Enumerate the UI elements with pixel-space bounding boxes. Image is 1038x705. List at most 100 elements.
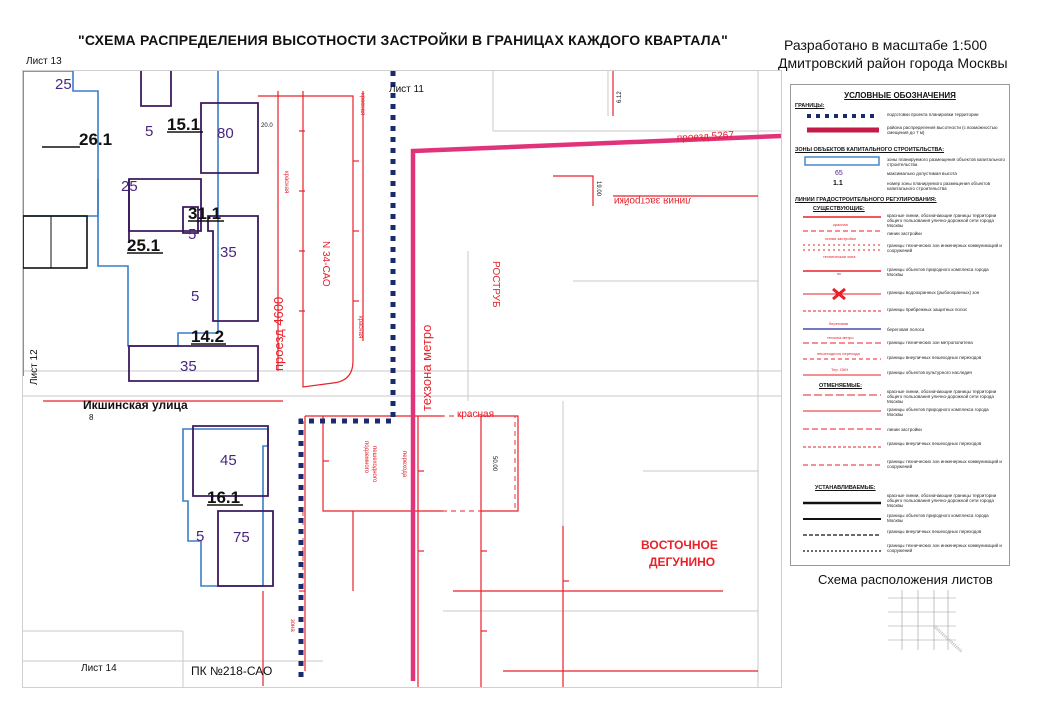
legend-panel: УСЛОВНЫЕ ОБОЗНАЧЕНИЯ ГРАНИЦЫ: подготовки… bbox=[790, 84, 1010, 566]
sheet-ref-left[interactable]: Лист 12 bbox=[29, 349, 40, 385]
legend-text-e7: береговая полоса bbox=[887, 327, 925, 332]
legend-text-e2: линии застройки bbox=[887, 231, 922, 236]
legend-text-z1: зоны планируемого размещения объектов ка… bbox=[887, 157, 1006, 167]
legend-text-s1: красные линии, обозначающие границы терр… bbox=[887, 493, 997, 508]
legend-text-e8: границы технических зон метрополитена bbox=[887, 340, 973, 345]
legend-text-e4: границы объектов природного комплекса го… bbox=[887, 267, 989, 277]
building-blocks bbox=[128, 71, 274, 587]
dim-612: 6.12 bbox=[617, 91, 623, 103]
legend-text-c2: границы объектов природного комплекса го… bbox=[887, 407, 989, 417]
district-border bbox=[410, 133, 781, 681]
legend-section-cancelled: ОТМЕНЯЕМЫЕ: bbox=[819, 383, 862, 389]
legend-section-lines: ЛИНИИ ГРАДОСТРОИТЕЛЬНОГО РЕГУЛИРОВАНИЯ: bbox=[795, 197, 937, 203]
height-5b: 5 bbox=[188, 226, 196, 243]
legend-num-1-1: 1.1 bbox=[833, 180, 843, 187]
label-rostrub: РОСТРУБ bbox=[490, 261, 501, 308]
block-35b bbox=[128, 345, 259, 382]
legend-text-z2: максимально допустимая высота bbox=[887, 171, 957, 176]
label-zone: зона bbox=[289, 619, 295, 632]
height-25a: 25 bbox=[55, 76, 72, 93]
legend-mini-red: красная bbox=[833, 222, 848, 227]
legend-section-zones: ЗОНЫ ОБЪЕКТОВ КАПИТАЛЬНОГО СТРОИТЕЛЬСТВА… bbox=[795, 147, 945, 153]
height-5c: 5 bbox=[191, 288, 199, 305]
district-name: Дмитровский район города Москвы bbox=[778, 55, 1008, 71]
page-title: "СХЕМА РАСПРЕДЕЛЕНИЯ ВЫСОТНОСТИ ЗАСТРОЙК… bbox=[78, 32, 728, 48]
dim-1900: 19.00 bbox=[595, 181, 601, 197]
sheet-ref-top[interactable]: Лист 11 bbox=[389, 84, 424, 95]
legend-section-existing: СУЩЕСТВУЮЩИЕ: bbox=[813, 206, 865, 212]
height-75: 75 bbox=[233, 529, 250, 546]
street-techzone: техзона метро bbox=[419, 325, 434, 411]
dim-8: 8 bbox=[89, 413, 94, 422]
label-pesh: пешеходного bbox=[371, 446, 377, 483]
scale-note: Разработано в масштабе 1:500 bbox=[784, 37, 988, 53]
label-krasnaya-4: красная bbox=[283, 171, 289, 193]
legend-mini-pk: пк bbox=[837, 271, 841, 276]
height-25b: 25 bbox=[121, 178, 138, 195]
legend-section-established: УСТАНАВЛИВАЕМЫЕ: bbox=[815, 485, 876, 491]
legend-text-b1: подготовки проекта планировки территории bbox=[887, 112, 979, 117]
sheet-index-title: Схема расположения листов bbox=[818, 572, 993, 587]
legend-text-e10: границы объектов культурного наследия bbox=[887, 370, 972, 375]
block-label-16-1[interactable]: 16.1 bbox=[207, 488, 240, 507]
legend-mini-tech: техническая зона bbox=[823, 254, 856, 259]
legend-symbol-zone bbox=[804, 156, 880, 166]
legend-mini-metro: техзона метро bbox=[827, 335, 854, 340]
height-45: 45 bbox=[220, 452, 237, 469]
legend-text-e1: красные линии, обозначающие границы терр… bbox=[887, 213, 997, 228]
street-ikshinskaya: Икшинская улица bbox=[83, 398, 188, 412]
height-5d: 5 bbox=[196, 528, 204, 545]
block-label-25-1[interactable]: 25.1 bbox=[127, 236, 160, 255]
legend-symbol-borders bbox=[807, 114, 879, 133]
legend-title: УСЛОВНЫЕ ОБОЗНАЧЕНИЯ bbox=[844, 91, 956, 100]
legend-text-e5: границы водоохранных (рыбоохранных) зон bbox=[887, 290, 980, 295]
height-80: 80 bbox=[217, 125, 234, 142]
block-label-14-2[interactable]: 14.2 bbox=[191, 327, 224, 346]
legend-text-c4: границы внеуличных пешеходных переходов bbox=[887, 441, 982, 446]
dim-20: 20.0 bbox=[261, 123, 273, 129]
legend-text-s2: границы объектов природного комплекса го… bbox=[887, 513, 989, 523]
street-proezd-5267: проезд 5267 bbox=[677, 130, 735, 144]
block-label-underlines bbox=[42, 131, 243, 506]
block-75 bbox=[217, 510, 274, 587]
district-label-1: ВОСТОЧНОЕ bbox=[641, 538, 718, 552]
height-5a: 5 bbox=[145, 123, 153, 140]
label-krasnaya-2: красная bbox=[359, 93, 365, 115]
sheet-number: Лист 13 bbox=[26, 56, 62, 67]
legend-text-z3: номер зоны планируемого размещения объек… bbox=[887, 181, 991, 191]
legend-text-c3: линии застройки bbox=[887, 427, 922, 432]
legend-symbols-established bbox=[803, 501, 881, 552]
label-pk: ПК №218-САО bbox=[191, 664, 272, 678]
legend-mini-okn: Тер. ОКН bbox=[831, 367, 848, 372]
legend-text-b2: района распределения высотности (с возмо… bbox=[887, 125, 998, 135]
legend-mini-bereg: береговая bbox=[829, 321, 848, 326]
legend-symbols-existing: красная линия застройки техническая зона… bbox=[803, 216, 881, 376]
block-label-31-1[interactable]: 31.1 bbox=[188, 204, 221, 223]
zone-outlines bbox=[23, 71, 269, 587]
black-block bbox=[23, 215, 88, 269]
legend-text-c1: красные линии, обозначающие границы терр… bbox=[887, 389, 997, 404]
map-area[interactable]: 26.1 15.1 31.1 25.1 14.2 16.1 25 5 80 25 bbox=[22, 70, 782, 688]
label-perehoda: перехода bbox=[401, 451, 407, 478]
red-dashed-lines bbox=[302, 415, 516, 591]
planning-border bbox=[298, 71, 396, 681]
red-ticks bbox=[299, 130, 569, 632]
dim-5000: 50.00 bbox=[491, 456, 497, 472]
label-zastroyka: линия застройки bbox=[614, 195, 691, 206]
legend-text-c5: границы технических зон инженерных комму… bbox=[887, 459, 1002, 469]
legend-text-e3: границы технических зон инженерных комму… bbox=[887, 243, 1002, 253]
block-label-26-1[interactable]: 26.1 bbox=[79, 130, 112, 149]
legend-section-borders: ГРАНИЦЫ: bbox=[795, 103, 825, 109]
block-45 bbox=[192, 425, 269, 497]
block-label-15-1[interactable]: 15.1 bbox=[167, 115, 200, 134]
district-label-2: ДЕГУНИНО bbox=[649, 555, 715, 569]
label-n34: N 34-САО bbox=[320, 241, 331, 287]
height-35b: 35 bbox=[180, 358, 197, 375]
map-canvas: 26.1 15.1 31.1 25.1 14.2 16.1 25 5 80 25 bbox=[23, 71, 781, 687]
legend-symbols-cancelled bbox=[803, 394, 881, 466]
sheet-ref-bottom[interactable]: Лист 14 bbox=[81, 663, 117, 674]
background-lines bbox=[23, 71, 781, 687]
sheet-index-grid[interactable] bbox=[878, 588, 962, 654]
height-35a: 35 bbox=[220, 244, 237, 261]
